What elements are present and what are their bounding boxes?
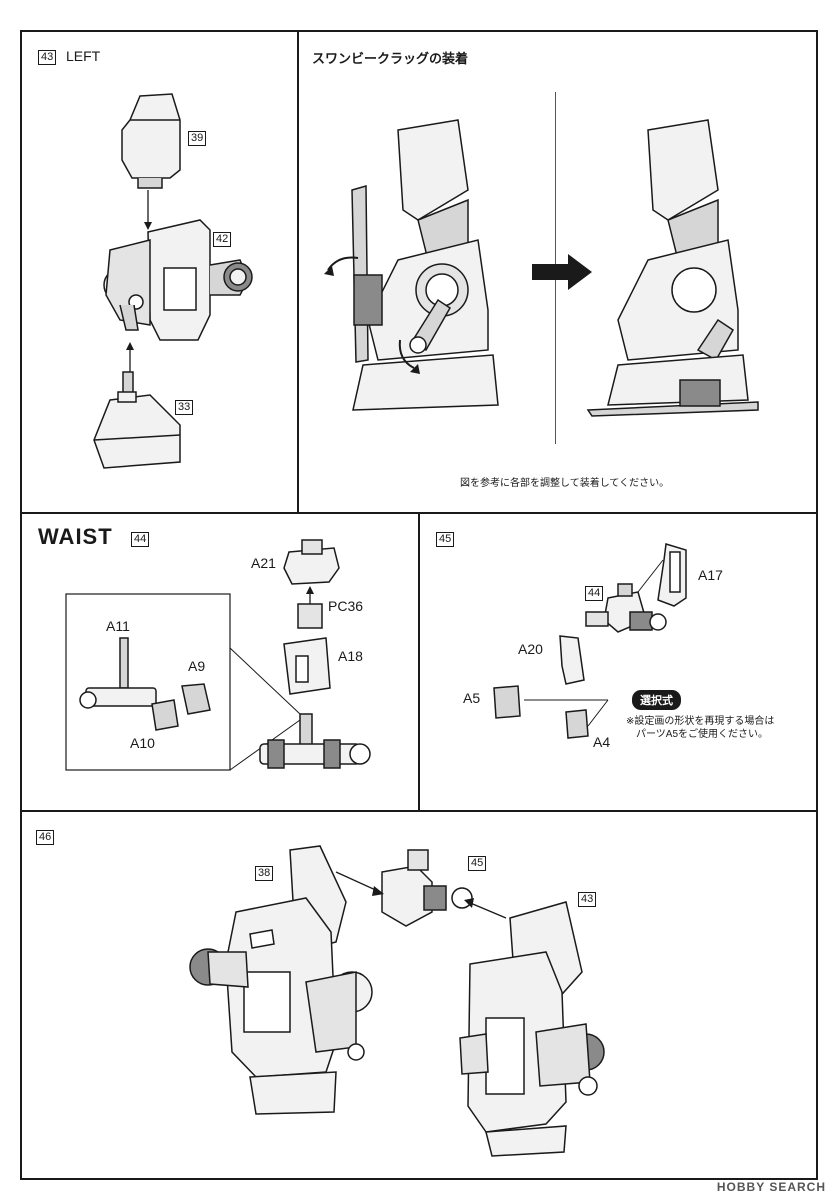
part-number-39: 39 bbox=[188, 131, 207, 146]
step-title: LEFT bbox=[66, 48, 101, 64]
part-number-43: 43 bbox=[578, 892, 597, 907]
step-45-illustration bbox=[493, 543, 687, 739]
page-frame bbox=[20, 30, 818, 1180]
transition-arrow bbox=[532, 254, 592, 290]
swan-section-title: スワンビークラッグの装着 bbox=[312, 51, 469, 66]
swan-claw-after-illustration bbox=[586, 119, 759, 417]
part-number-38: 38 bbox=[255, 866, 274, 881]
divider-col1 bbox=[297, 30, 299, 512]
part-number-33: 33 bbox=[175, 400, 194, 415]
waist-title: WAIST bbox=[38, 524, 113, 549]
step-45-reference: 44 bbox=[585, 586, 604, 601]
part-number-42: 42 bbox=[213, 232, 232, 247]
step-45-number: 45 bbox=[436, 532, 455, 547]
divider-col2 bbox=[418, 512, 420, 810]
part-label-a9: A9 bbox=[188, 658, 206, 674]
part-label-a10: A10 bbox=[130, 735, 155, 751]
option-badge: 選択式 bbox=[632, 690, 681, 710]
swan-instruction-note: 図を参考に各部を調整して装着してください。 bbox=[460, 478, 670, 489]
step-46-number: 46 bbox=[36, 830, 55, 845]
watermark: HOBBY SEARCH bbox=[716, 1180, 826, 1194]
option-note-line2: パーツA5をご使用ください。 bbox=[636, 729, 769, 740]
step-46-illustration bbox=[189, 845, 605, 1157]
part-label-a5: A5 bbox=[463, 690, 481, 706]
part-label-a18: A18 bbox=[338, 648, 363, 664]
swan-claw-before-illustration bbox=[324, 119, 499, 411]
part-label-a4: A4 bbox=[593, 734, 611, 750]
waist-step-number: 44 bbox=[131, 532, 150, 547]
part-label-a11: A11 bbox=[106, 618, 130, 634]
part-number-45: 45 bbox=[468, 856, 487, 871]
waist-assembly-illustration bbox=[65, 539, 371, 771]
part-label-a17: A17 bbox=[698, 567, 723, 583]
step-number: 43 bbox=[38, 50, 57, 65]
left-leg-assembly-illustration bbox=[93, 93, 253, 469]
part-label-a20: A20 bbox=[518, 641, 543, 657]
divider-row2 bbox=[20, 810, 818, 812]
option-note-line1: ※設定画の形状を再現する場合は bbox=[626, 716, 775, 727]
part-label-pc36: PC36 bbox=[328, 598, 364, 614]
part-label-a21: A21 bbox=[251, 555, 276, 571]
